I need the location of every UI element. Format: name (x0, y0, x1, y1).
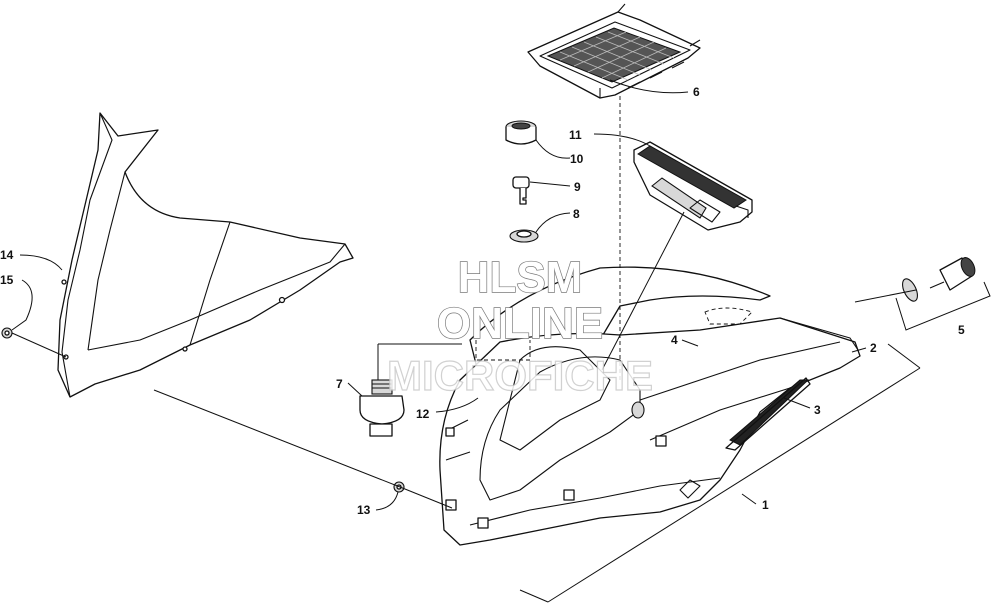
callout-10: 10 (570, 152, 584, 166)
callout-6: 6 (693, 85, 700, 99)
callout-15: 15 (0, 273, 14, 287)
callout-7: 7 (336, 377, 343, 391)
assembly-lines (11, 96, 991, 603)
callout-leaders (11, 79, 867, 511)
callout-9: 9 (574, 180, 581, 194)
watermark-line-1: HLSM (458, 253, 583, 302)
part-3-decal (679, 377, 811, 499)
callout-labels: 1 2 3 4 5 6 7 8 9 10 11 12 13 14 15 (0, 85, 965, 517)
callout-13: 13 (357, 503, 371, 517)
part-15-screw (1, 327, 13, 339)
watermark: HLSM ONLINE MICROFICHE (386, 252, 653, 399)
part-14-windshield (57, 112, 354, 398)
part-7-switch (359, 379, 405, 437)
part-11-gauge-module (633, 141, 753, 231)
part-6-storage-net (527, 3, 701, 99)
callout-14: 14 (0, 248, 14, 262)
callout-4: 4 (671, 333, 678, 347)
callout-11: 11 (569, 128, 582, 142)
part-5-power-socket (902, 257, 976, 302)
callout-3: 3 (814, 403, 821, 417)
watermark-line-3: MICROFICHE (387, 352, 653, 399)
part-8-nut (509, 229, 539, 243)
callout-12: 12 (416, 407, 430, 421)
callout-2: 2 (870, 341, 877, 355)
part-1-hood (439, 266, 861, 546)
watermark-line-2: ONLINE (437, 299, 603, 348)
callout-1: 1 (762, 498, 769, 512)
part-10-ignition-cap (505, 120, 537, 145)
callout-5: 5 (958, 323, 965, 337)
callout-8: 8 (573, 207, 580, 221)
part-2-side-panel (779, 317, 859, 351)
part-9-key (512, 176, 530, 205)
